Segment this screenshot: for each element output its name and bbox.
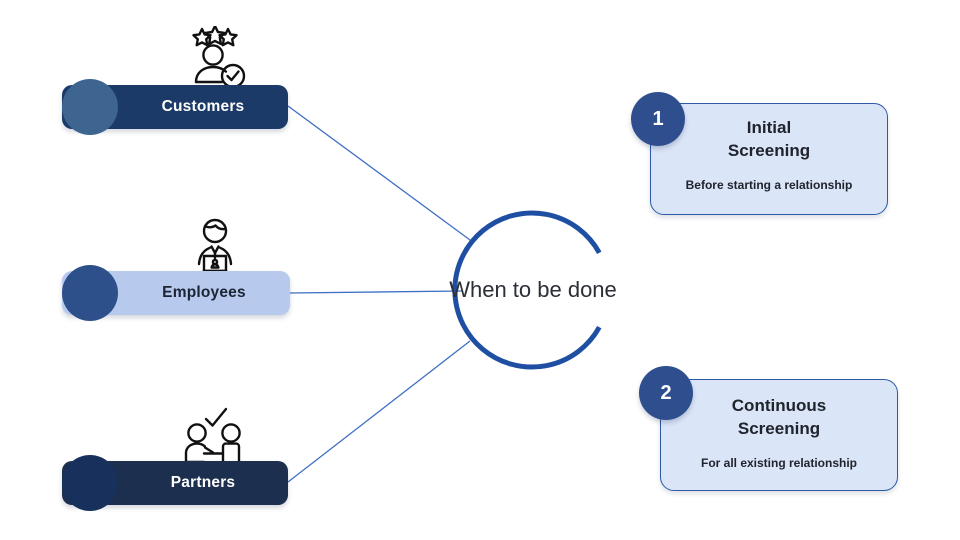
category-bar-customers[interactable]: Customers bbox=[62, 79, 288, 135]
hub-arc-icon bbox=[452, 210, 602, 370]
category-knob-customers bbox=[62, 79, 118, 135]
partners-handshake-icon bbox=[175, 406, 255, 470]
center-hub: When to be done bbox=[449, 206, 617, 374]
category-label-customers: Customers bbox=[161, 98, 245, 115]
step-badge-1: 1 bbox=[631, 92, 685, 146]
step-title-1: Initial Screening bbox=[727, 118, 811, 160]
customer-rating-icon bbox=[175, 26, 255, 90]
hub-label: When to be done bbox=[449, 277, 617, 302]
step-badge-2: 2 bbox=[639, 366, 693, 420]
category-employees[interactable]: Employees bbox=[62, 0, 352, 340]
employee-laptop-icon bbox=[175, 218, 255, 282]
connector-employees bbox=[289, 290, 463, 294]
step-card-initial-screening[interactable]: Initial Screening Before starting a rela… bbox=[650, 103, 888, 215]
category-customers[interactable]: Customers bbox=[62, 0, 352, 150]
step-title-2: Continuous Screening bbox=[731, 396, 827, 438]
category-partners[interactable]: Partners bbox=[62, 0, 352, 530]
step-subtitle-1: Before starting a relationship bbox=[685, 178, 853, 192]
category-label-partners: Partners bbox=[170, 474, 236, 491]
step-card-continuous-screening[interactable]: Continuous Screening For all existing re… bbox=[660, 379, 898, 491]
connector-customers bbox=[287, 105, 471, 241]
category-bar-partners[interactable]: Partners bbox=[62, 455, 288, 511]
connector-partners bbox=[287, 340, 471, 483]
step-subtitle-2: For all existing relationship bbox=[700, 456, 858, 470]
category-bar-employees[interactable]: Employees bbox=[62, 265, 290, 321]
category-label-employees: Employees bbox=[162, 284, 246, 301]
category-knob-partners bbox=[62, 455, 118, 511]
category-knob-employees bbox=[62, 265, 118, 321]
